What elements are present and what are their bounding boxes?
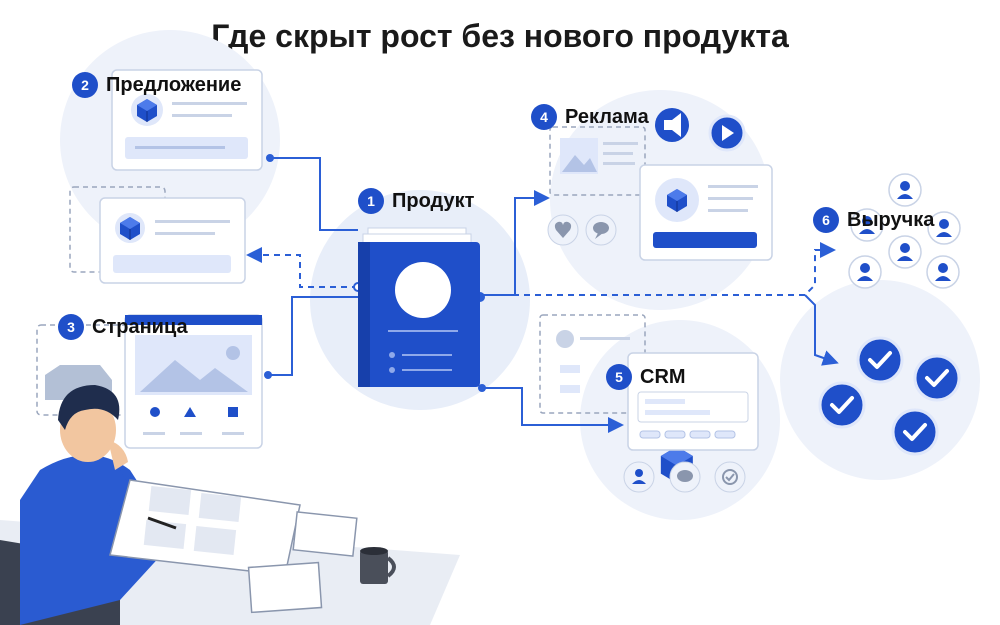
- node-number-badge: 2: [72, 72, 98, 98]
- crm-section: [539, 314, 759, 493]
- connector-product-offer-dashed: [246, 247, 358, 288]
- page-card: [124, 314, 263, 449]
- connector-offer-product: [270, 157, 358, 231]
- user-icon: [888, 173, 922, 207]
- person-at-desk-illustration: [0, 385, 460, 625]
- mountain-image-icon: [140, 360, 248, 392]
- connector-product-page: [268, 296, 358, 376]
- user-icon: [848, 255, 882, 289]
- node-label: Продукт: [392, 189, 475, 212]
- node-offer: 2 Предложение: [72, 72, 241, 98]
- ads-section: [547, 108, 773, 261]
- node-revenue: 6 Выручка: [813, 207, 934, 233]
- node-number-badge: 3: [58, 314, 84, 340]
- offer-card-secondary: [99, 197, 246, 284]
- node-label: CRM: [640, 365, 686, 388]
- user-icon: [926, 255, 960, 289]
- node-number-badge: 6: [813, 207, 839, 233]
- diagram-title: Где скрыт рост без нового продукта: [211, 18, 789, 54]
- connector-product-revenue-dashed: [480, 242, 836, 296]
- mountain-image-icon: [562, 155, 597, 172]
- node-number-badge: 1: [358, 188, 384, 214]
- node-ads: 4 Реклама: [531, 104, 649, 130]
- node-label: Предложение: [106, 73, 242, 96]
- heart-icon: [554, 221, 572, 238]
- node-number-badge: 4: [531, 104, 557, 130]
- node-label: Страница: [92, 315, 188, 338]
- connector-product-checks: [804, 294, 839, 366]
- node-label: Выручка: [847, 208, 935, 231]
- check-icon: [818, 381, 866, 429]
- check-icon: [856, 336, 904, 384]
- page-ghost-card: [36, 324, 133, 416]
- circle-icon: [150, 407, 160, 417]
- check-icon: [913, 354, 961, 402]
- offer-card: [111, 69, 263, 171]
- node-label: Реклама: [565, 105, 649, 128]
- connector-product-ads: [480, 190, 550, 296]
- connector-product-crm: [482, 387, 624, 433]
- node-crm: 5 CRM: [606, 364, 686, 390]
- check-icon: [891, 408, 939, 456]
- check-icon: [725, 473, 735, 482]
- user-icon: [635, 469, 643, 477]
- node-number-badge: 5: [606, 364, 632, 390]
- product-book: [358, 227, 694, 485]
- megaphone-icon: [664, 113, 681, 137]
- node-page: 3 Страница: [58, 314, 188, 340]
- user-icon: [888, 235, 922, 269]
- coffee-mug-icon: [360, 550, 388, 584]
- comment-icon: [593, 222, 609, 234]
- node-product: 1 Продукт: [358, 188, 474, 214]
- square-icon: [228, 407, 238, 417]
- comment-icon: [677, 470, 693, 482]
- play-icon: [722, 125, 734, 141]
- triangle-icon: [184, 407, 196, 417]
